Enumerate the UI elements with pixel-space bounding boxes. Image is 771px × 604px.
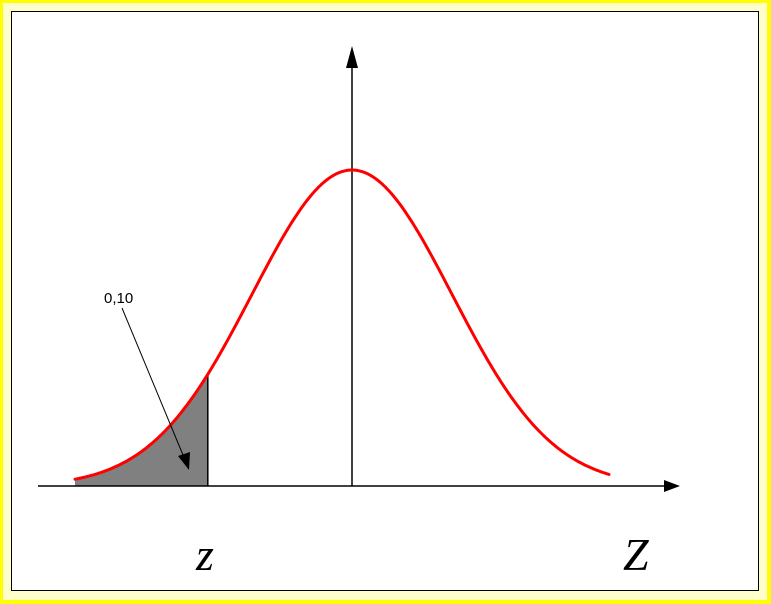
area-pointer-line [121, 307, 184, 456]
z-value-label: z [195, 529, 214, 580]
z-axis-arrowhead [664, 480, 680, 492]
vertical-axis-arrowhead [346, 46, 358, 68]
axis-label: Z [623, 529, 649, 580]
area-label: 0,10 [104, 290, 133, 307]
diagram-panel [11, 11, 759, 591]
shaded-tail-area [75, 374, 208, 486]
normal-curve [73, 168, 611, 481]
area-pointer-arrowhead [178, 452, 190, 470]
